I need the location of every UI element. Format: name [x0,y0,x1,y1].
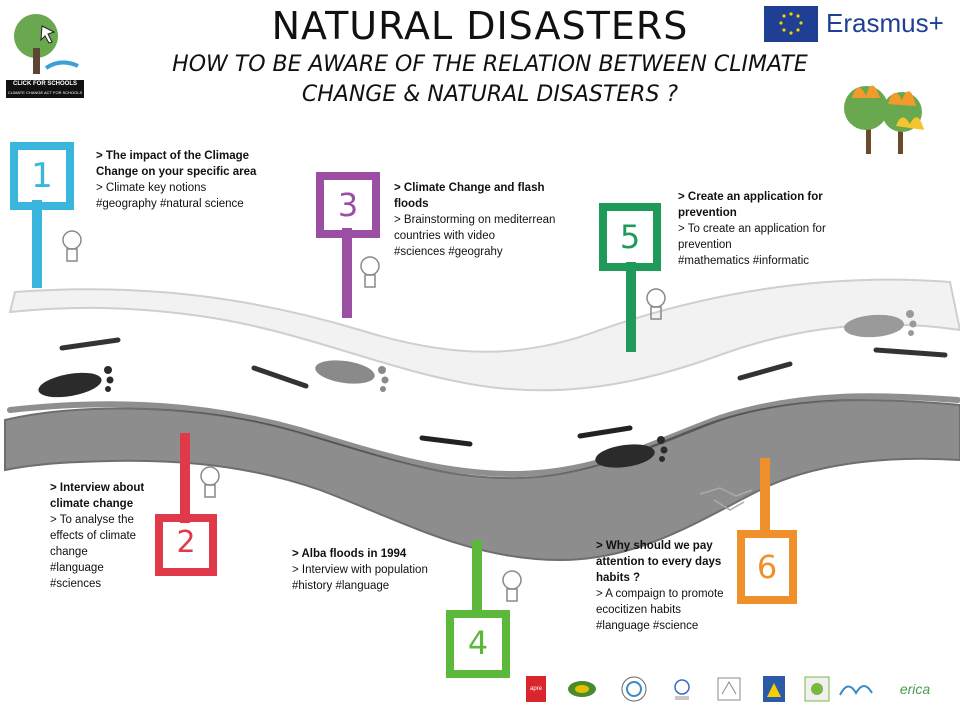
step-4-line-2: #history #language [292,580,390,592]
lower-road [4,399,960,562]
sign-1 [10,142,74,288]
step-2-line-1: > To analyse the effects of climate chan… [50,514,137,558]
step-4-heading: > Alba floods in 1994 [292,548,407,560]
road-dash [873,347,948,358]
sign-4 [446,540,510,678]
sign-number-4: 4 [467,624,489,662]
step-1-line-1: > Climate key notions [96,182,207,194]
eu-flag-icon [764,6,818,42]
partner-logo-apare-icon [804,676,830,702]
step-5-text: > Create an application for prevention >… [678,189,850,269]
page-title: NATURAL DISASTERS [271,4,689,48]
footprint-icon [38,366,114,398]
lower-road-stripe [7,393,960,478]
erica-logo: erica [899,681,931,697]
sign-3 [316,172,380,318]
partner-logo-ml-icon [836,676,876,702]
step-4-line-1: > Interview with population [292,564,428,576]
step-5-heading: > Create an application for prevention [678,191,823,219]
step-3-line-2: #sciences #geograhy [394,246,503,258]
step-5-line-2: #mathematics #informatic [678,255,810,267]
page-subtitle: HOW TO BE AWARE OF THE RELATION BETWEEN … [120,50,860,110]
step-2-heading: > Interview about climate change [50,482,145,510]
step-5-line-1: > To create an application for preventio… [678,223,826,251]
tree-logo-icon [14,14,79,74]
sign-2 [155,433,217,576]
footprint-icon [844,310,917,338]
sign-number-5: 5 [619,218,641,256]
step-2-line-2: #language [50,562,104,574]
footprint-icon [315,360,389,392]
step-6-text: > Why should we pay attention to every d… [596,538,736,634]
erasmus-logo: Erasmus+ [764,6,954,44]
road-dash [577,425,633,439]
step-6-line-1: > A compaign to promote ecocitizen habit… [596,588,724,616]
step-2-line-3: #sciences [50,578,102,590]
step-3-line-1: > Brainstorming on mediterrean countries… [394,214,556,242]
erasmus-label: Erasmus+ [826,8,944,38]
step-1-heading: > The impact of the Climage Change on yo… [96,150,257,178]
step-6-heading: > Why should we pay attention to every d… [596,540,722,584]
partner-logo-mc-icon [618,676,650,702]
sign-number-1: 1 [31,156,53,196]
click-for-schools-logo: CLICK FOR SCHOOLS CLIMATE CHANGE ACT FOR… [6,8,84,98]
upper-road [8,278,960,392]
logo-text-line2: CLIMATE CHANGE ACT FOR SCHOOLS [7,90,83,95]
sign-number-2: 2 [176,525,196,560]
road-dash [251,365,309,389]
partner-logo-shield-icon [760,676,788,702]
sign-number-3: 3 [337,186,359,224]
step-1-line-2: #geography #natural science [96,198,244,210]
step-2-text: > Interview about climate change > To an… [50,480,146,592]
apre-logo: apre [526,676,546,702]
partner-logo-fucsa-icon [712,676,746,702]
step-4-text: > Alba floods in 1994 > Interview with p… [292,546,462,594]
handshake-icon [699,487,753,511]
road-dash [737,361,793,381]
lightbulb-icon [62,230,82,262]
lightbulb-icon [200,466,220,498]
step-3-text: > Climate Change and flash floods > Brai… [394,180,579,260]
sign-number-6: 6 [756,548,778,586]
lightbulb-icon [502,570,522,602]
partner-logo-school-icon [666,676,698,702]
subtitle-line-2: CHANGE & NATURAL DISASTERS ? [301,82,679,107]
step-1-text: > The impact of the Climage Change on yo… [96,148,268,212]
partner-logo-leaf-icon [566,676,598,702]
burning-trees-icon [844,85,924,154]
logo-text-line1: CLICK FOR SCHOOLS [13,81,77,87]
footprint-icon [595,436,668,468]
step-3-heading: > Climate Change and flash floods [394,182,545,210]
road-dash [419,435,473,447]
sign-5 [599,203,661,352]
subtitle-line-1: HOW TO BE AWARE OF THE RELATION BETWEEN … [172,52,808,77]
road-dash [59,337,121,351]
lightbulb-icon [646,288,666,320]
lightbulb-icon [360,256,380,288]
sign-6 [737,458,797,604]
step-6-line-2: #language #science [596,620,699,632]
